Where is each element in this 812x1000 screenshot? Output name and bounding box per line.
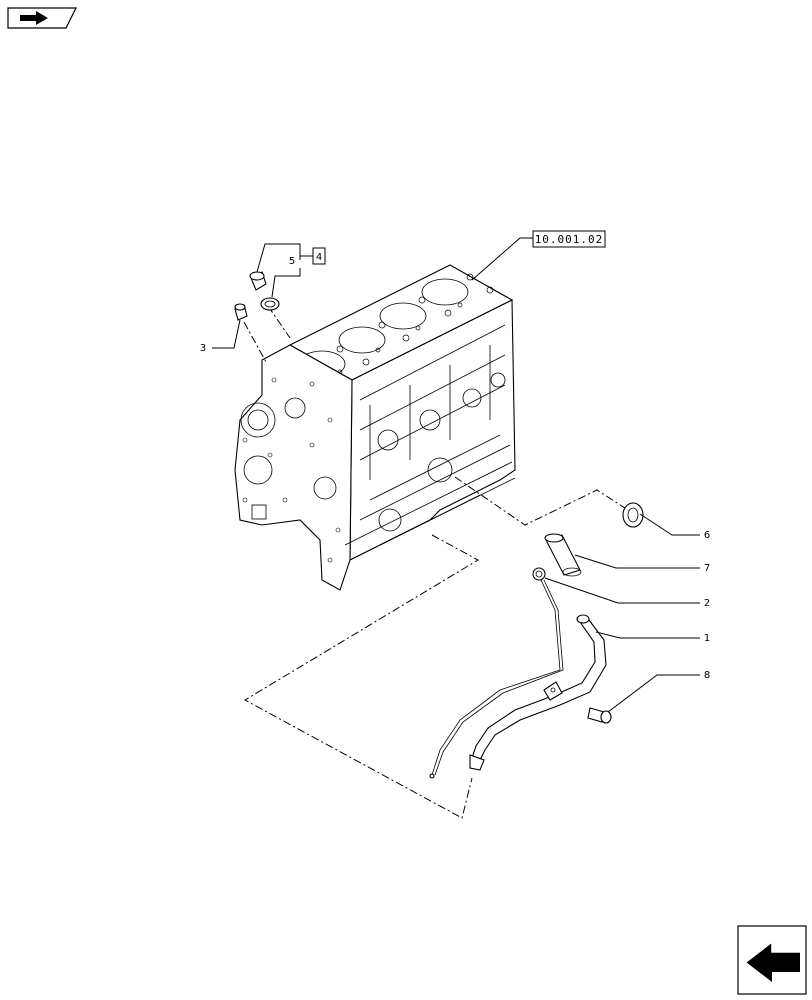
- callout-labels: 4 5 3 6 7 2 1 8: [200, 247, 710, 681]
- callout-8: 8: [704, 670, 710, 681]
- callout-6: 6: [704, 530, 710, 541]
- callout-1: 1: [704, 633, 710, 644]
- callout-5: 5: [289, 256, 295, 267]
- callout-4-box: [312, 247, 326, 265]
- callout-leaders: [212, 237, 700, 713]
- callout-7: 7: [704, 563, 710, 574]
- callout-2: 2: [704, 598, 710, 609]
- reference-box-label: 10.001.02: [535, 233, 604, 246]
- callout-3: 3: [200, 343, 206, 354]
- part-1-guide-tube: [469, 614, 607, 771]
- assembly-lines: [243, 305, 629, 819]
- part-8-bolt: [587, 707, 612, 724]
- part-7-sleeve: [544, 533, 582, 577]
- callout-4: 4: [316, 252, 322, 263]
- part-2-dipstick: [429, 567, 564, 779]
- part-5-plug: [249, 271, 267, 291]
- part-4-seal-ring: [260, 297, 280, 311]
- engine-block: [234, 264, 516, 591]
- part-3-pin: [234, 303, 248, 321]
- next-page-icon[interactable]: [737, 925, 807, 995]
- part-6-ring: [622, 502, 644, 528]
- reference-box[interactable]: 10.001.02: [532, 230, 606, 248]
- previous-page-icon[interactable]: [7, 7, 77, 29]
